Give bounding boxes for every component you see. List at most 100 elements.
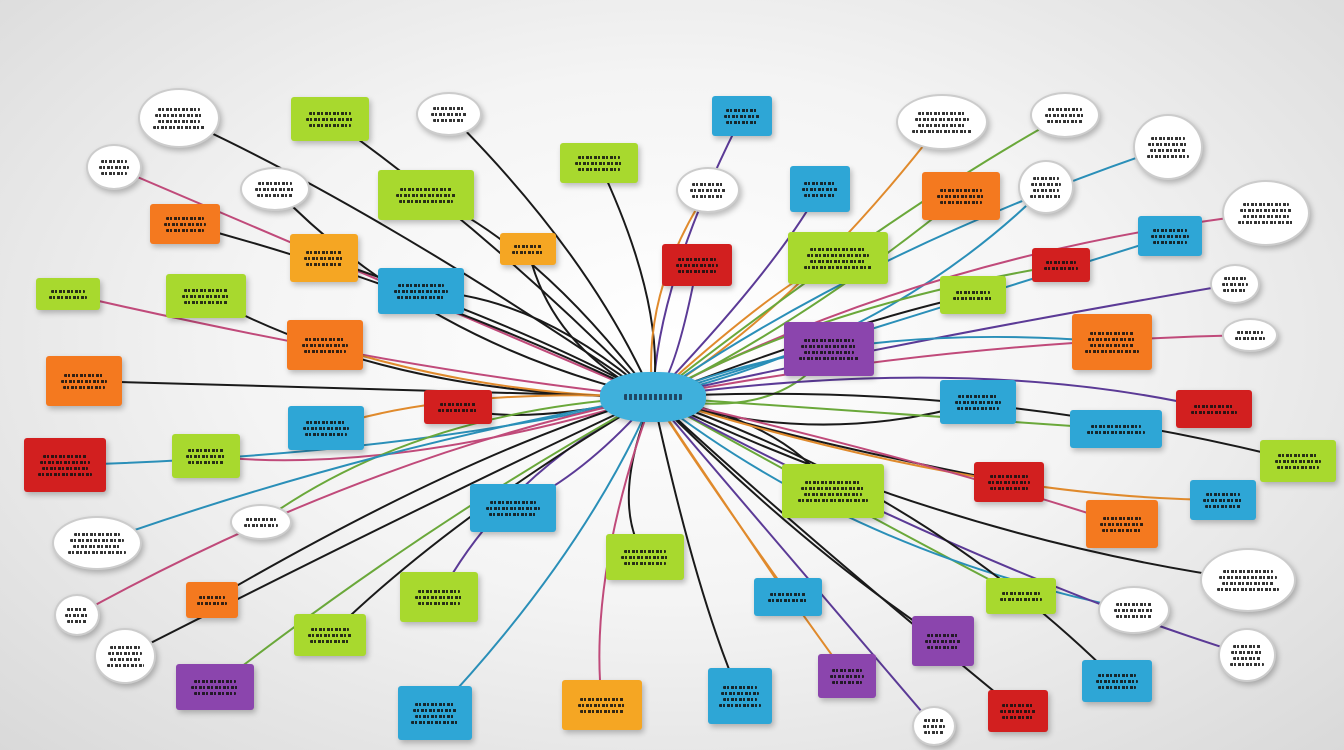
topic-node[interactable]: [94, 628, 156, 684]
topic-node[interactable]: [912, 706, 956, 746]
topic-node[interactable]: [378, 268, 464, 314]
topic-node[interactable]: [1086, 500, 1158, 548]
topic-node[interactable]: [1222, 180, 1310, 246]
topic-node[interactable]: [606, 534, 684, 580]
node-text-line: [580, 697, 624, 701]
topic-node[interactable]: [166, 274, 246, 318]
topic-node[interactable]: [24, 438, 106, 492]
topic-node[interactable]: [290, 234, 358, 282]
topic-node[interactable]: [712, 96, 772, 136]
topic-node[interactable]: [784, 322, 874, 376]
node-text-line: [1277, 465, 1319, 469]
topic-node[interactable]: [1218, 628, 1276, 682]
node-text-line: [308, 633, 352, 637]
topic-node[interactable]: [754, 578, 822, 616]
node-text-line: [185, 454, 227, 458]
topic-node[interactable]: [1222, 318, 1278, 352]
topic-node[interactable]: [1260, 440, 1336, 482]
topic-node[interactable]: [1190, 480, 1256, 520]
topic-node[interactable]: [186, 582, 238, 618]
topic-node[interactable]: [378, 170, 474, 220]
topic-node[interactable]: [912, 616, 974, 666]
link-line: [652, 396, 1118, 682]
topic-node[interactable]: [500, 233, 556, 265]
topic-node[interactable]: [1018, 160, 1074, 214]
topic-node[interactable]: [291, 97, 369, 141]
node-text-line: [1115, 614, 1153, 618]
topic-node[interactable]: [940, 276, 1006, 314]
topic-node[interactable]: [1030, 92, 1100, 138]
node-text-line: [924, 730, 944, 734]
node-text-line: [624, 549, 666, 553]
topic-node[interactable]: [46, 356, 122, 406]
topic-node[interactable]: [138, 88, 220, 148]
node-text-line: [926, 645, 960, 649]
topic-node[interactable]: [400, 572, 478, 622]
topic-node[interactable]: [940, 380, 1016, 424]
topic-node[interactable]: [416, 92, 482, 136]
topic-node[interactable]: [974, 462, 1044, 502]
link-line: [652, 186, 1047, 398]
topic-node[interactable]: [150, 204, 220, 244]
node-text-line: [1102, 528, 1142, 532]
topic-node[interactable]: [818, 654, 876, 698]
topic-node[interactable]: [424, 390, 492, 424]
topic-node[interactable]: [922, 172, 1000, 220]
link-line: [448, 113, 654, 398]
topic-node[interactable]: [287, 320, 363, 370]
topic-node[interactable]: [782, 464, 884, 518]
topic-node[interactable]: [230, 504, 292, 540]
topic-node[interactable]: [1082, 660, 1152, 702]
topic-node[interactable]: [560, 143, 638, 183]
topic-node[interactable]: [470, 484, 556, 532]
node-text-line: [42, 466, 88, 470]
node-text-line: [1222, 569, 1274, 573]
topic-node[interactable]: [1176, 390, 1252, 428]
topic-node[interactable]: [896, 94, 988, 150]
topic-node[interactable]: [988, 690, 1048, 732]
link-line: [260, 396, 654, 523]
topic-node[interactable]: [172, 434, 240, 478]
node-text-line: [39, 460, 91, 464]
node-text-line: [957, 394, 999, 398]
topic-node[interactable]: [790, 166, 850, 212]
topic-node[interactable]: [986, 578, 1056, 614]
topic-node[interactable]: [398, 686, 472, 740]
node-text-line: [305, 262, 343, 266]
node-text-line: [1032, 176, 1060, 180]
topic-node[interactable]: [36, 278, 100, 310]
topic-node[interactable]: [54, 594, 100, 636]
topic-node[interactable]: [788, 232, 888, 284]
node-text-line: [109, 657, 141, 661]
topic-node[interactable]: [662, 244, 732, 286]
topic-node[interactable]: [1133, 114, 1203, 180]
topic-node[interactable]: [288, 406, 364, 450]
topic-node[interactable]: [294, 614, 366, 656]
link-line: [652, 235, 1171, 398]
topic-node[interactable]: [240, 167, 310, 211]
topic-node[interactable]: [52, 516, 142, 570]
topic-node[interactable]: [1070, 410, 1162, 448]
topic-node[interactable]: [1072, 314, 1152, 370]
topic-node[interactable]: [1138, 216, 1202, 256]
topic-node[interactable]: [1210, 264, 1260, 304]
topic-node[interactable]: [1032, 248, 1090, 282]
node-text-line: [418, 589, 460, 593]
node-text-line: [430, 112, 468, 116]
topic-node[interactable]: [1098, 586, 1170, 634]
topic-node[interactable]: [708, 668, 772, 724]
topic-node[interactable]: [1200, 548, 1296, 612]
topic-node[interactable]: [86, 144, 142, 190]
node-text-line: [724, 114, 760, 118]
topic-node[interactable]: [562, 680, 642, 730]
node-text-line: [1237, 220, 1295, 224]
node-text-line: [166, 216, 204, 220]
topic-node[interactable]: [176, 664, 254, 710]
link-line: [274, 188, 654, 398]
topic-node[interactable]: [676, 167, 740, 213]
node-text-line: [188, 448, 224, 452]
node-text-line: [1002, 715, 1034, 719]
node-text-line: [1029, 194, 1063, 198]
node-text-line: [999, 597, 1043, 601]
central-topic-node[interactable]: [600, 372, 706, 422]
